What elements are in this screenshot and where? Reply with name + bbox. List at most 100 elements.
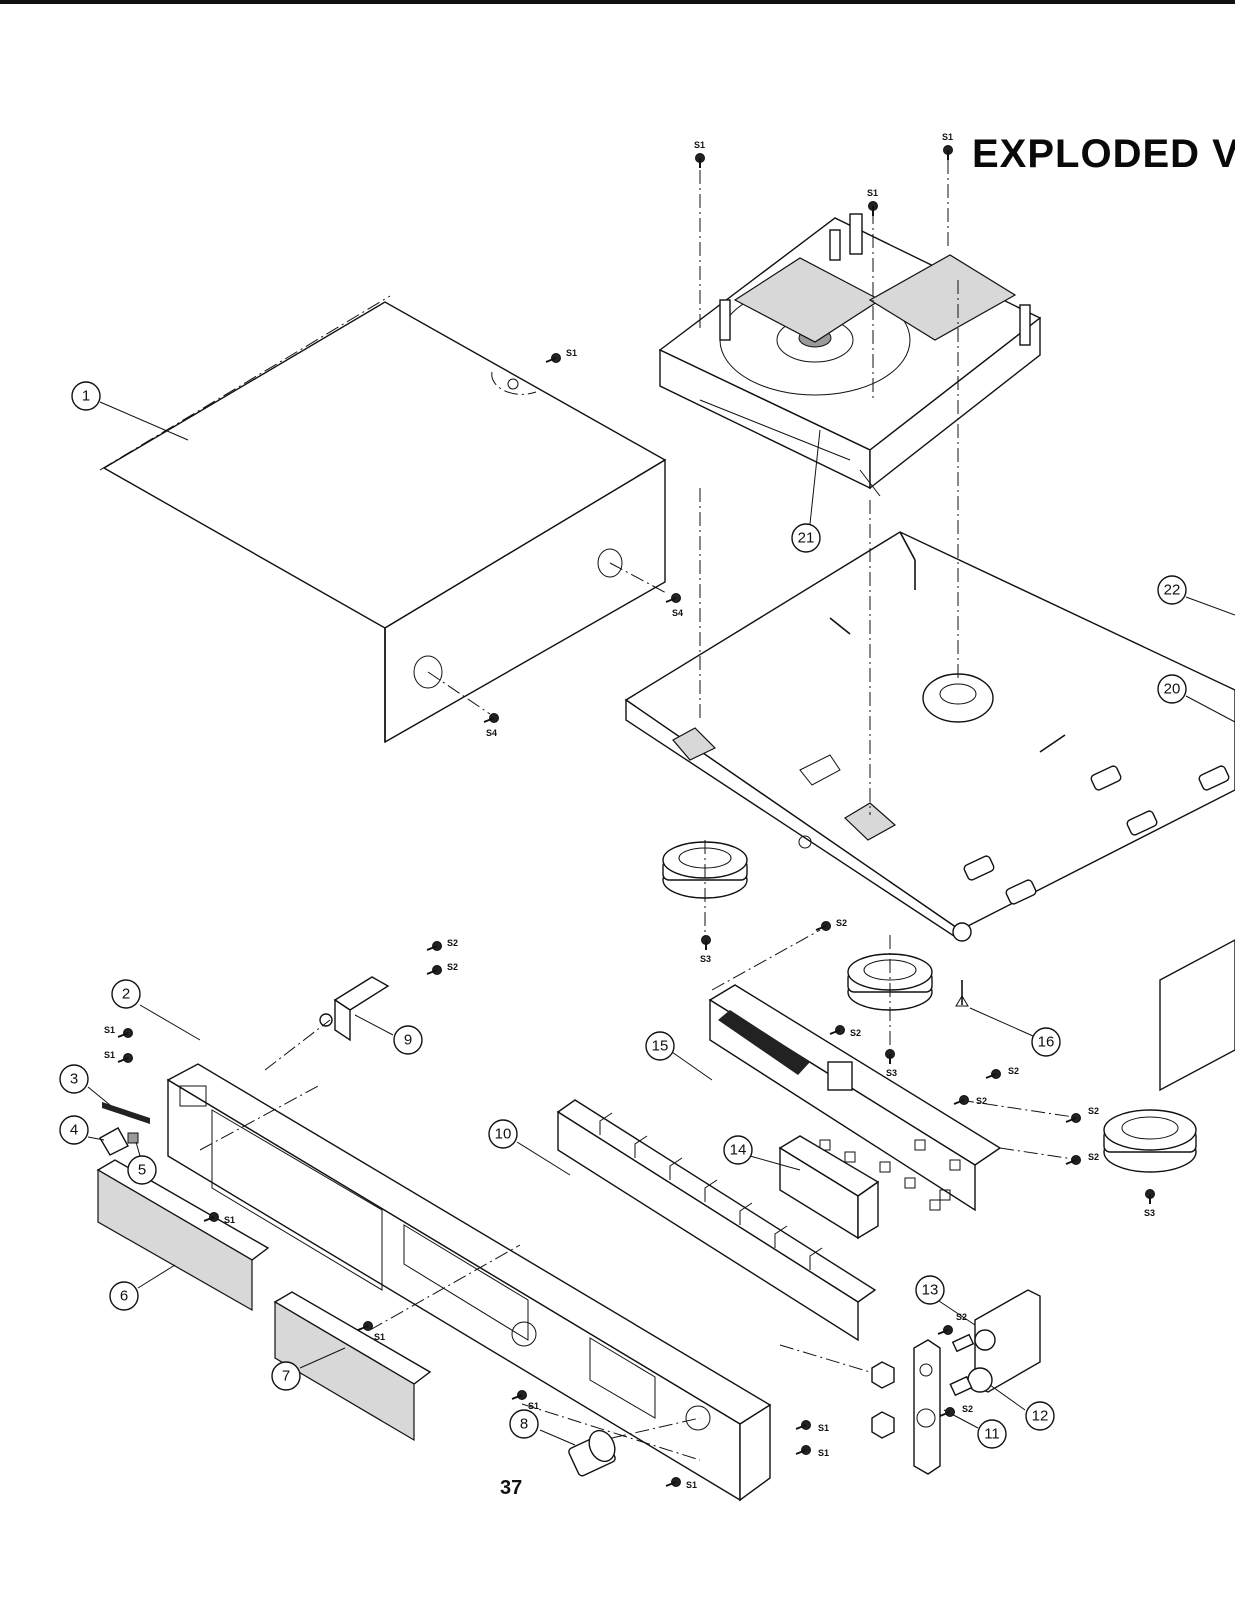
screw-s2: S2 (937, 1312, 967, 1335)
screw-s1: S1 (795, 1420, 829, 1433)
callout-16: 16 (1031, 1027, 1061, 1057)
foot-left (662, 840, 748, 942)
callout-label: 11 (984, 1426, 1000, 1443)
screw-s2: S2 (1065, 1106, 1099, 1123)
led-lens-part (102, 1102, 150, 1124)
callout-label: 15 (652, 1038, 669, 1055)
callout-label: 14 (730, 1142, 747, 1159)
screw-label: S2 (447, 938, 458, 948)
callout-12: 12 (1025, 1401, 1055, 1431)
page-title: EXPLODED V (972, 132, 1235, 176)
callout-3: 3 (59, 1064, 89, 1094)
callout-21: 21 (791, 523, 821, 553)
screw-label: S2 (962, 1404, 973, 1414)
knob-part (568, 1417, 701, 1477)
switch-block-part (778, 1135, 880, 1240)
callout-label: 1 (82, 388, 90, 405)
screw-label: S1 (104, 1050, 115, 1060)
screw-s1: S1 (942, 132, 953, 160)
callout-label: 13 (922, 1282, 939, 1299)
side-panel-right-part (273, 1291, 432, 1442)
screw-label: S3 (1144, 1208, 1155, 1218)
callout-7: 7 (271, 1361, 301, 1391)
screw-label: S1 (528, 1401, 539, 1411)
front-panel-part (166, 1063, 772, 1502)
screw-s1: S1 (104, 1050, 133, 1063)
foot-center (847, 935, 933, 1058)
screw-s1: S1 (511, 1390, 539, 1411)
screw-label: S1 (818, 1423, 829, 1433)
button-cap-part (99, 1127, 139, 1156)
screw-label: S2 (1088, 1152, 1099, 1162)
callout-6: 6 (109, 1281, 139, 1311)
keypad-part (556, 1099, 877, 1342)
callout-22: 22 (1157, 575, 1187, 605)
callout-20: 20 (1157, 674, 1187, 704)
screw-label: S2 (1008, 1066, 1019, 1076)
screw-label: S1 (867, 188, 878, 198)
leader-lines (87, 401, 1235, 1446)
screw-label: S1 (942, 132, 953, 142)
screw-label: S1 (104, 1025, 115, 1035)
screw-label: S3 (700, 954, 711, 964)
callout-label: 22 (1164, 582, 1181, 599)
screw-label: S2 (1088, 1106, 1099, 1116)
callout-label: 12 (1032, 1408, 1049, 1425)
screw-label: S1 (686, 1480, 697, 1490)
callout-label: 5 (138, 1162, 146, 1179)
screw-label: S2 (447, 962, 458, 972)
screw-s4: S4 (665, 593, 683, 618)
screw-label: S3 (886, 1068, 897, 1078)
screw-s2: S2 (953, 1095, 987, 1106)
callout-label: 2 (122, 986, 130, 1003)
screw-label: S2 (836, 918, 847, 928)
callout-1: 1 (71, 381, 101, 411)
callout-5: 5 (127, 1155, 157, 1185)
screw-label: S2 (850, 1028, 861, 1038)
screw-label: S1 (374, 1332, 385, 1342)
screw-label: S1 (566, 348, 577, 358)
top-cover-part (99, 295, 669, 744)
callout-10: 10 (488, 1119, 518, 1149)
screw-s2: S2 (426, 962, 458, 975)
screw-s3: S3 (885, 1049, 897, 1078)
callout-14: 14 (723, 1135, 753, 1165)
callout-label: 21 (798, 530, 815, 547)
callout-label: 20 (1164, 681, 1181, 698)
screw-s1: S1 (357, 1321, 385, 1342)
screw-s1: S1 (203, 1212, 235, 1225)
callout-label: 7 (282, 1368, 290, 1385)
jack-pcb-part (949, 1289, 1041, 1397)
foot-right (1103, 1109, 1197, 1173)
screw-s4: S4 (483, 713, 499, 738)
screw-s2: S2 (426, 938, 458, 951)
jack-bracket-part (779, 1339, 941, 1475)
screw-s2: S2 (1065, 1152, 1099, 1165)
screw-group: S1S1S1S1S4S4S2S2S1S1S1S1S1S1S1S1S2S2S2S2… (104, 132, 1155, 1490)
screw-s1: S1 (545, 348, 577, 363)
screw-s1: S1 (795, 1445, 829, 1458)
callout-label: 4 (70, 1122, 78, 1139)
callout-label: 10 (495, 1126, 512, 1143)
screw-s2: S2 (829, 1025, 861, 1038)
screw-s3: S3 (700, 935, 711, 964)
power-switch-part (264, 976, 390, 1071)
callout-9: 9 (393, 1025, 423, 1055)
screw-s1: S1 (867, 188, 878, 216)
screw-label: S2 (976, 1096, 987, 1106)
callout-label: 3 (70, 1071, 78, 1088)
screw-s2: S2 (815, 918, 847, 931)
screw-label: S1 (224, 1215, 235, 1225)
callout-label: 9 (404, 1032, 412, 1049)
side-panel-left-part (96, 1159, 270, 1312)
display-pcb-part (708, 929, 1081, 1212)
screw-s2: S2 (985, 1066, 1019, 1079)
page-number: 37 (500, 1477, 523, 1499)
screw-s3: S3 (1144, 1189, 1155, 1218)
screw-label: S4 (672, 608, 683, 618)
screw-s1: S1 (665, 1477, 697, 1490)
screw-s2: S2 (939, 1404, 973, 1417)
callout-4: 4 (59, 1115, 89, 1145)
